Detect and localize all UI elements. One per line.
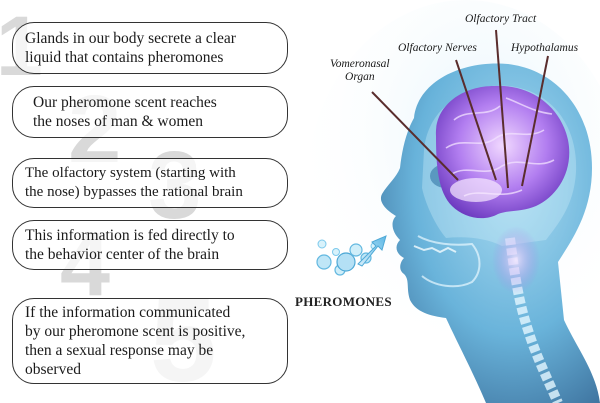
step-3-line-2: the nose) bypasses the rational brain (25, 184, 243, 200)
step-1-line-1: Glands in our body secrete a clear (25, 30, 236, 47)
step-3-line-1: The olfactory system (starting with (25, 165, 236, 181)
label-hypothalamus: Hypothalamus (511, 42, 579, 54)
step-5-line-3: then a sexual response may be (25, 342, 214, 359)
step-5-line-1: If the information communicated (25, 304, 231, 321)
pointer-olfactory-tract (495, 29, 509, 189)
label-vomeronasal-line-1: Vomeronasal (330, 58, 390, 70)
step-5-line-2: by our pheromone scent is positive, (25, 323, 246, 340)
brain-folds (445, 97, 555, 197)
head-brain-diagram (306, 0, 600, 403)
step-2-line-1: Our pheromone scent reaches (33, 94, 217, 111)
pointer-vomeronasal (371, 91, 459, 181)
label-olfactory-nerves: Olfactory Nerves (398, 42, 477, 54)
spinal-glow (492, 226, 540, 294)
step-box-4: This information is fed directly to the … (12, 220, 288, 270)
label-vomeronasal-line-2: Organ (345, 71, 375, 83)
step-4-line-2: the behavior center of the brain (25, 246, 220, 263)
pheromone-arrow (357, 235, 387, 267)
step-box-2: Our pheromone scent reaches the noses of… (12, 86, 288, 138)
teeth (413, 245, 457, 254)
step-1-line-2: liquid that contains pheromones (25, 49, 224, 66)
head-illustration (296, 0, 600, 403)
olfactory-bulb (450, 178, 502, 202)
pointer-olfactory-nerves (455, 59, 497, 181)
label-pointers (371, 29, 549, 189)
jaw-bone (417, 235, 481, 288)
step-5-line-4: observed (25, 361, 81, 378)
label-vomeronasal: Vomeronasal Organ (330, 58, 390, 84)
step-box-5: If the information communicated by our p… (12, 298, 288, 384)
step-4-line-1: This information is fed directly to (25, 227, 235, 244)
pointer-hypothalamus (521, 55, 549, 187)
step-box-1: Glands in our body secrete a clear liqui… (12, 22, 288, 74)
pheromone-bubbles (316, 239, 378, 276)
step-box-3: The olfactory system (starting with the … (12, 158, 288, 208)
step-2-line-2: the noses of man & women (33, 113, 204, 130)
pheromones-label: PHEROMONES (295, 294, 392, 309)
label-olfactory-tract: Olfactory Tract (465, 13, 537, 25)
